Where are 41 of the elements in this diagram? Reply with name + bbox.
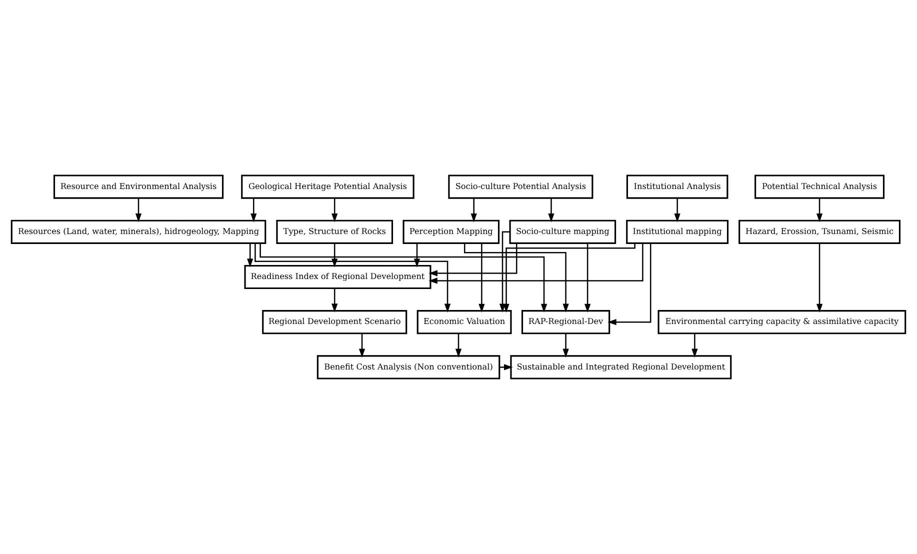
arrow xyxy=(332,198,338,222)
arrow xyxy=(250,198,257,222)
node-box: Resources (Land, water, minerals), hidrogeology, Mapping xyxy=(10,220,266,244)
arrow xyxy=(358,334,366,358)
node-box: Socio-culture Potential Analysis xyxy=(448,174,594,199)
arrow xyxy=(500,364,513,370)
arrow xyxy=(455,334,462,358)
arrow xyxy=(548,198,554,222)
node-box: Hazard, Erossion, Tsunami, Seismic xyxy=(738,220,900,244)
node-box: RAP-Regional-Dev xyxy=(521,310,610,334)
node-box: Readiness Index of Regional Development xyxy=(244,264,432,290)
arrow xyxy=(692,334,698,358)
node-box: Sustainable and Integrated Regional Development xyxy=(510,355,732,380)
node-box: Institutional Analysis xyxy=(626,174,728,199)
arrow xyxy=(135,198,142,222)
arrow xyxy=(254,243,451,313)
arrow xyxy=(562,334,569,358)
node-box: Regional Development Scenario xyxy=(262,310,408,334)
arrow xyxy=(674,198,680,222)
arrow xyxy=(470,198,477,222)
arrow xyxy=(428,243,644,284)
node-box: Environmental carrying capacity & assimilative capacity xyxy=(658,310,906,334)
arrow xyxy=(478,243,485,313)
node-box: Socio-culture mapping xyxy=(509,220,616,244)
node-box: Resource and Environmental Analysis xyxy=(53,174,224,199)
node-box: Benefit Cost Analysis (Non conventional) xyxy=(316,355,500,380)
arrow xyxy=(584,243,591,313)
arrow xyxy=(816,198,823,222)
node-box: Geological Heritage Potential Analysis xyxy=(241,174,414,199)
node-box: Institutional mapping xyxy=(626,220,729,244)
node-box: Perception Mapping xyxy=(402,220,500,244)
node-box: Economic Valuation xyxy=(416,310,512,334)
arrow xyxy=(428,243,518,276)
arrow xyxy=(816,243,823,313)
node-box: Potential Technical Analysis xyxy=(754,174,885,199)
arrow xyxy=(503,243,636,313)
node-box: Type, Structure of Rocks xyxy=(276,220,394,244)
arrow xyxy=(332,288,338,312)
arrow xyxy=(414,243,420,268)
arrow xyxy=(247,243,254,268)
arrow xyxy=(608,243,652,326)
